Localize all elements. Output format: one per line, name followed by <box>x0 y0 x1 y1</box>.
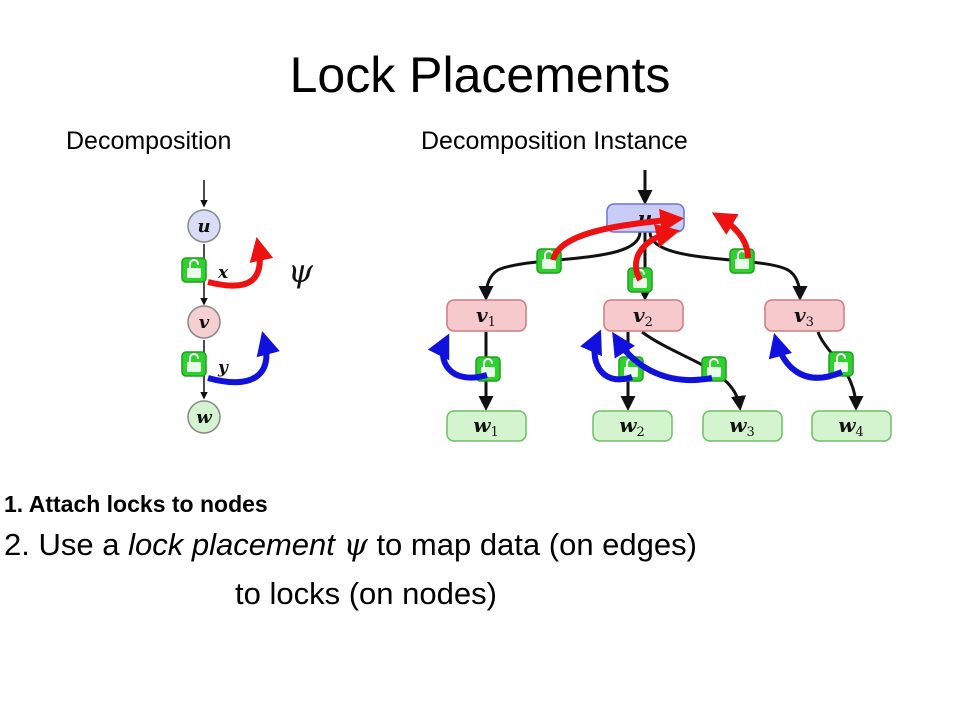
node-u-label: u <box>197 216 210 237</box>
red-placement-arrow <box>550 208 685 262</box>
node-w4-label: w4 <box>838 413 864 440</box>
step-2-psi: ψ <box>343 527 368 563</box>
placement-symbol: ψ <box>288 252 314 290</box>
red-placement-arrow <box>207 236 274 289</box>
node-w3-label: w3 <box>729 413 755 440</box>
lock-icon <box>181 257 207 283</box>
node-root-label: u <box>638 206 653 230</box>
slide-title: Lock Placements <box>289 47 671 103</box>
node-v1-label: v1 <box>476 303 496 330</box>
red-placement-arrow <box>711 212 751 259</box>
blue-placement-arrow <box>768 333 844 381</box>
node-v-label: v <box>199 312 210 333</box>
node-v1: v1 <box>446 299 527 332</box>
blue-placement-arrow <box>427 333 488 381</box>
lock-placement-diagrams: u v w x y ψ u <box>181 170 892 442</box>
node-v2: v2 <box>603 299 684 332</box>
node-w2-label: w2 <box>619 413 645 440</box>
edge-u-v1 <box>478 231 642 301</box>
edge-u-v3 <box>648 231 808 301</box>
node-v3-label: v3 <box>794 303 814 330</box>
decomposition-instance-graph: u v1 v2 v3 w1 w2 w3 w4 <box>427 170 892 442</box>
step-2-emphasis: lock placement <box>128 527 335 562</box>
step-2-text: 2. Use a lock placement ψ to map data (o… <box>4 527 697 563</box>
decomposition-graph: u v w x y ψ <box>181 180 314 434</box>
node-u: u <box>187 209 221 243</box>
red-placement-arrow <box>633 224 681 282</box>
step-2-pre: Use a <box>38 527 120 562</box>
decomposition-instance-heading: Decomposition Instance <box>421 127 688 155</box>
node-v: v <box>187 305 221 339</box>
node-w3: w3 <box>702 410 783 442</box>
node-w: w <box>187 400 221 434</box>
node-v3: v3 <box>764 299 845 332</box>
step-2-number: 2. <box>4 527 30 562</box>
node-v2-label: v2 <box>633 303 653 330</box>
blue-placement-arrow <box>612 331 713 384</box>
step-1-text: 1. Attach locks to nodes <box>4 491 268 517</box>
blue-placement-arrow <box>207 331 280 386</box>
decomposition-heading: Decomposition <box>66 127 232 155</box>
node-w1-label: w1 <box>473 413 499 440</box>
lock-icon <box>181 351 207 377</box>
step-2-line-2: to locks (on nodes) <box>235 576 497 611</box>
step-2-post: to map data (on edges) <box>376 527 697 562</box>
node-w2: w2 <box>592 410 673 442</box>
node-w-label: w <box>196 407 213 428</box>
node-w1: w1 <box>446 410 527 442</box>
edge-label-x: x <box>217 263 229 283</box>
node-w4: w4 <box>811 410 892 442</box>
blue-placement-arrow <box>580 329 633 383</box>
edge-label-y: y <box>217 358 229 378</box>
